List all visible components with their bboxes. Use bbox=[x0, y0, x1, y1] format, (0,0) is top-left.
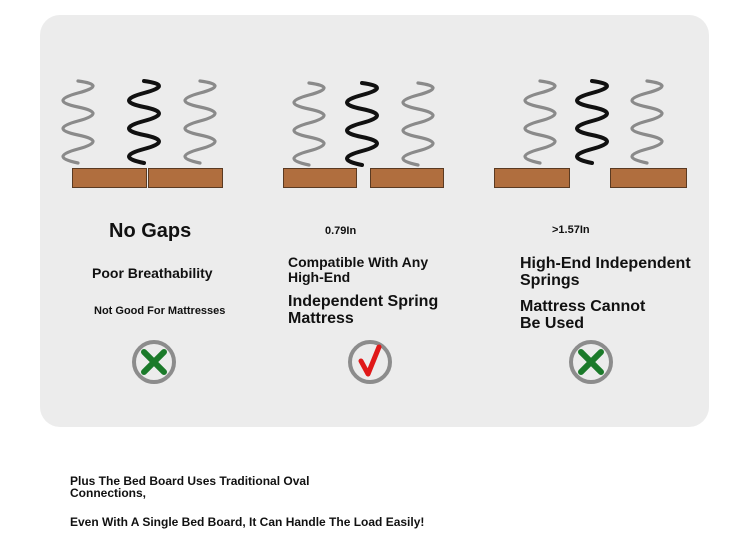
springs-illustration bbox=[292, 81, 435, 167]
bed-board bbox=[494, 168, 570, 188]
spring-gray-icon bbox=[183, 79, 217, 165]
spring-gray-icon bbox=[630, 79, 664, 165]
feature-line-2: Mattress Cannot Be Used bbox=[520, 298, 646, 332]
column-157in: >1.57In High-End Independent Springs Mat… bbox=[486, 15, 709, 427]
bed-board bbox=[283, 168, 357, 188]
check-icon bbox=[348, 340, 392, 384]
feature-line-2: Not Good For Mattresses bbox=[94, 305, 226, 317]
spring-gray-icon bbox=[401, 81, 435, 167]
bed-board bbox=[610, 168, 687, 188]
feature-line-1: High-End Independent Springs bbox=[520, 255, 691, 289]
comparison-panel: No Gaps Poor Breathability Not Good For … bbox=[40, 15, 709, 427]
cross-icon bbox=[569, 340, 613, 384]
footer-line-1: Plus The Bed Board Uses Traditional Oval… bbox=[70, 474, 310, 500]
spring-black-icon bbox=[575, 79, 609, 165]
springs-illustration bbox=[61, 79, 217, 165]
bed-board bbox=[72, 168, 147, 188]
bed-board bbox=[148, 168, 223, 188]
feature-line-1: Compatible With Any High-End bbox=[288, 254, 429, 285]
spring-gray-icon bbox=[523, 79, 557, 165]
footer-line-2: Even With A Single Bed Board, It Can Han… bbox=[70, 515, 425, 529]
feature-line-1: Poor Breathability bbox=[92, 265, 213, 281]
column-no-gaps: No Gaps Poor Breathability Not Good For … bbox=[40, 15, 263, 427]
gap-label: 0.79In bbox=[325, 225, 357, 237]
spring-black-icon bbox=[345, 81, 379, 167]
springs-illustration bbox=[523, 79, 664, 165]
gap-label: >1.57In bbox=[552, 224, 590, 236]
spring-gray-icon bbox=[61, 79, 95, 165]
gap-label: No Gaps bbox=[109, 220, 192, 242]
column-079in: 0.79In Compatible With Any High-End Inde… bbox=[263, 15, 486, 427]
spring-gray-icon bbox=[292, 81, 326, 167]
cross-icon bbox=[132, 340, 176, 384]
spring-black-icon bbox=[127, 79, 161, 165]
feature-line-2: Independent Spring Mattress bbox=[288, 293, 439, 327]
bed-board bbox=[370, 168, 444, 188]
